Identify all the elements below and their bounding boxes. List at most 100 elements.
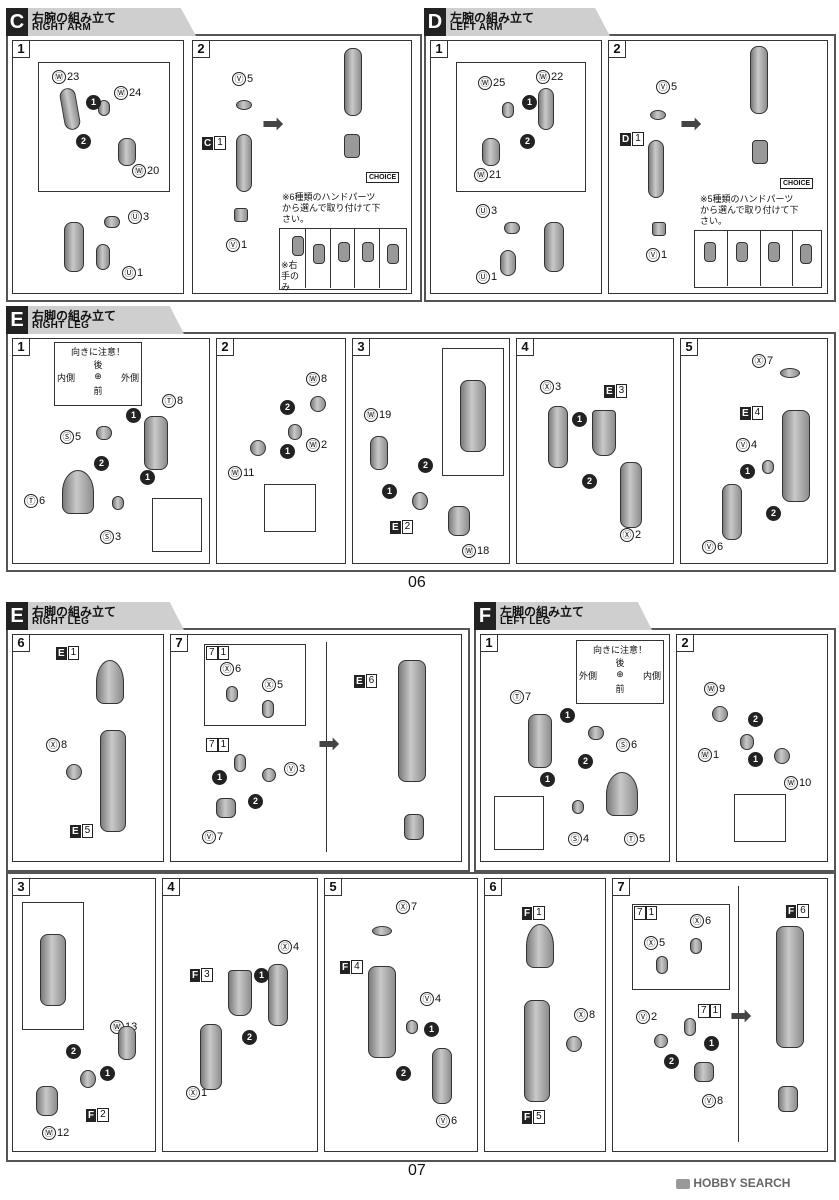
part-arm [544,222,564,272]
result-arrow: ➡ [262,108,284,138]
part-arm-assembled [750,46,768,114]
step-number: 6 [485,879,502,896]
part-v6 [722,484,742,540]
detail-box [22,902,84,1030]
step-number: 2 [193,41,210,58]
order-badge: 2 [66,1044,81,1059]
part-x6 [226,686,238,702]
subassembly-box [632,904,730,990]
part-x2 [620,462,642,528]
orientation-note: 向きに注意！ 後 外側⊕内側 前 [576,640,664,704]
hand-options-box [694,230,822,288]
part-x5 [656,956,668,974]
part-v4 [406,1020,418,1034]
part-x7 [780,368,800,378]
part-leg [524,1000,550,1102]
order-badge: 2 [664,1054,679,1069]
part-e1 [96,660,124,704]
hand-option [313,244,325,264]
order-badge: 1 [382,484,397,499]
order-badge: 1 [280,444,295,459]
part-t6 [62,470,94,514]
part-w12 [36,1086,58,1116]
section-header-left-leg: F 左脚の組み立て LEFT LEG [474,602,652,630]
detail-box [442,348,504,476]
order-badge: 1 [522,95,537,110]
part-hand [344,134,360,158]
order-badge: 2 [248,794,263,809]
step-number: 4 [163,879,180,896]
part-u3 [504,222,520,234]
part-foot [778,1086,798,1112]
section-title-jp: 右脚の組み立て [32,309,117,323]
part-s3 [112,496,124,510]
part-arm-assembled [344,48,362,116]
step-d1: 1 [430,40,602,294]
step-number: 3 [353,339,370,356]
part-w2 [288,424,302,440]
part-u1 [96,244,110,270]
hand-option [800,244,812,264]
part-v1 [234,208,248,222]
part-v7 [216,798,236,818]
part-v3 [262,768,276,782]
part-w22 [538,88,554,130]
part-t5 [606,772,638,816]
order-badge: 2 [242,1030,257,1045]
step-f5: 5 [324,878,478,1152]
step-number: 2 [677,635,694,652]
order-badge: 2 [766,506,781,521]
callout-box [456,62,586,192]
right-only-note: ※右手のみ [281,260,300,292]
step-number: 5 [325,879,342,896]
part-foot [404,814,424,840]
step-number: 1 [481,635,498,652]
step-number: 6 [13,635,30,652]
part-f1 [526,924,554,968]
part-v2 [654,1034,668,1048]
part-w9 [712,706,728,722]
detail-box [734,794,786,842]
order-badge: 1 [740,464,755,479]
detail-box [494,796,544,850]
part-v4 [762,460,774,474]
section-title-jp: 右脚の組み立て [32,605,117,619]
part-v1 [652,222,666,236]
part-x6 [690,938,702,954]
callout-box [38,62,170,192]
hand-option [292,236,304,256]
section-header-left-arm: D 左腕の組み立て LEFT ARM [424,8,610,36]
step-number: 1 [431,41,448,58]
step-number: 4 [517,339,534,356]
hand-options-box [279,228,407,290]
section-letter: D [424,8,446,36]
section-title-en: LEFT ARM [450,22,503,33]
